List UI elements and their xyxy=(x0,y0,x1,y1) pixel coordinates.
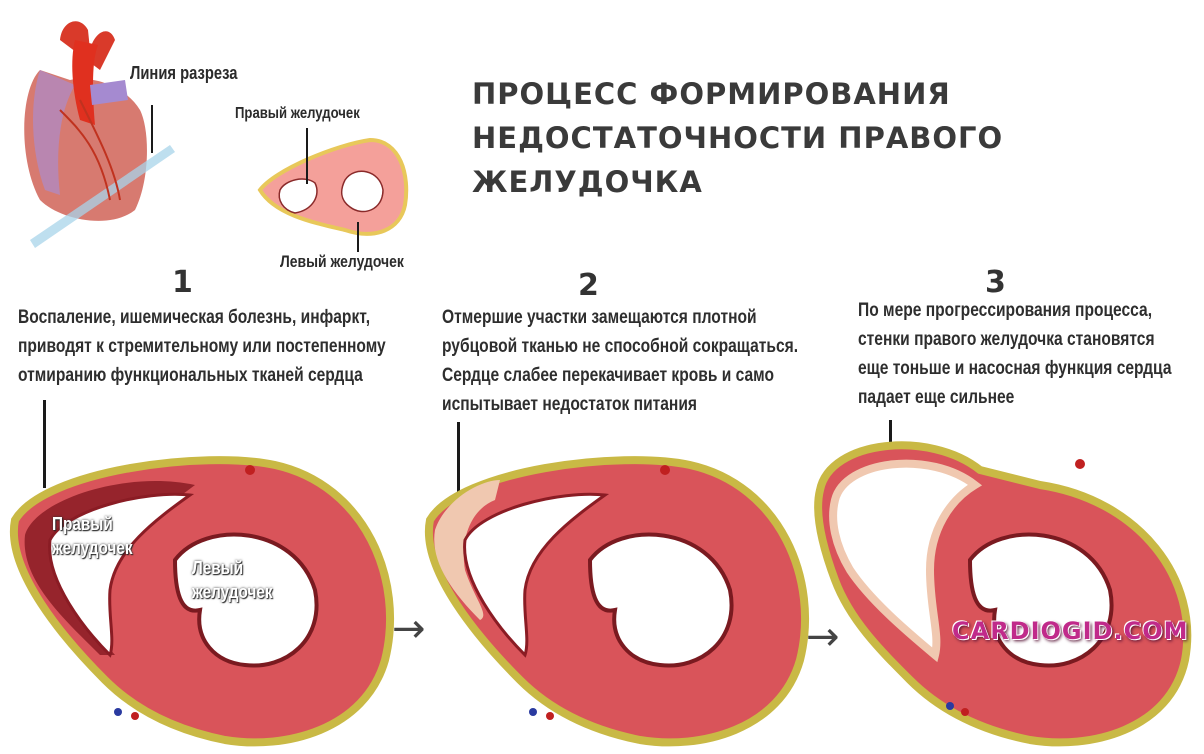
stage-2-description: Отмершие участки замещаются плотной рубц… xyxy=(442,303,798,419)
stage-1-line-3: отмиранию функциональных тканей сердца xyxy=(18,365,363,386)
stage-1-description: Воспаление, ишемическая болезнь, инфаркт… xyxy=(18,303,386,390)
title-line-2: НЕДОСТАТОЧНОСТИ ПРАВОГО ЖЕЛУДОЧКА xyxy=(472,121,1004,199)
right-label-line-2: желудочек xyxy=(52,538,133,558)
stage-2-line-1: Отмершие участки замещаются плотной xyxy=(442,307,757,328)
stage-3-line-4: падает еще сильнее xyxy=(858,387,1015,408)
stage-2-line-4: испытывает недостаток питания xyxy=(442,394,698,415)
stage-1-line-2: приводят к стремительному или постепенно… xyxy=(18,336,386,357)
arrow-right-icon: → xyxy=(392,606,426,652)
stage-3-line-2: стенки правого желудочка становятся xyxy=(858,329,1155,350)
stage-1-pointer xyxy=(43,400,46,488)
small-cross-section xyxy=(257,137,409,236)
heart-illustration xyxy=(24,21,175,248)
stage-1-number: 1 xyxy=(172,265,193,300)
arrow-right-icon: → xyxy=(806,614,840,660)
cut-line-pointer xyxy=(151,105,153,153)
left-ventricle-pointer xyxy=(357,222,359,252)
left-label-line-1: Левый xyxy=(192,558,244,578)
stage-2-line-2: рубцовой тканью не способной сокращаться… xyxy=(442,336,799,357)
stage-3-description: По мере прогрессирования процесса, стенк… xyxy=(858,296,1171,412)
stage-3-line-1: По мере прогрессирования процесса, xyxy=(858,300,1153,321)
stage-2-pointer xyxy=(457,422,460,494)
small-right-ventricle-label: Правый желудочек xyxy=(235,105,360,122)
stage-3-line-3: еще тоньше и насосная функция сердца xyxy=(858,358,1172,379)
title-line-1: ПРОЦЕСС ФОРМИРОВАНИЯ xyxy=(472,77,951,111)
left-label-line-2: желудочек xyxy=(192,582,273,602)
stage-2-number: 2 xyxy=(578,268,599,303)
stage-3-cross-section xyxy=(814,441,1192,747)
stage-1-line-1: Воспаление, ишемическая болезнь, инфаркт… xyxy=(18,307,371,328)
stage-1-left-ventricle-label: Левый желудочек xyxy=(192,556,273,604)
cut-line-label: Линия разреза xyxy=(130,63,238,83)
watermark: CARDIOGID.COM xyxy=(952,617,1189,645)
stage-1-right-ventricle-label: Правый желудочек xyxy=(52,512,133,560)
small-left-ventricle-label: Левый желудочек xyxy=(280,252,404,271)
right-ventricle-pointer xyxy=(306,128,308,184)
right-label-line-1: Правый xyxy=(52,514,113,534)
stage-1-cross-section xyxy=(9,456,395,747)
stage-3-number: 3 xyxy=(985,265,1006,300)
stage-2-cross-section xyxy=(424,456,810,747)
page-title: ПРОЦЕСС ФОРМИРОВАНИЯ НЕДОСТАТОЧНОСТИ ПРА… xyxy=(472,72,1204,204)
stage-2-line-3: Сердце слабее перекачивает кровь и само xyxy=(442,365,775,386)
